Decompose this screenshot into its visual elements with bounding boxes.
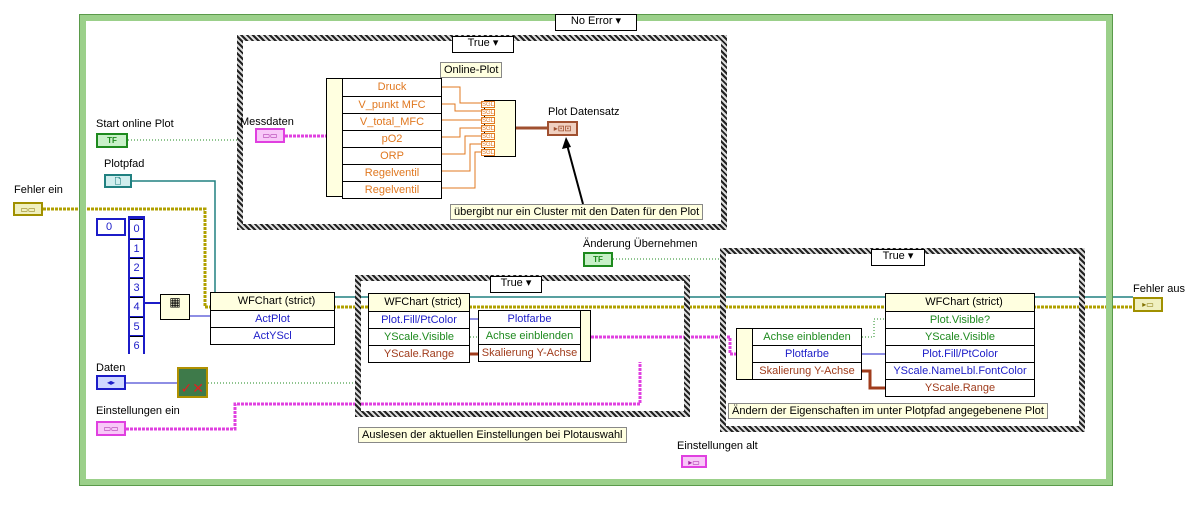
einstellungen-alt-label: Einstellungen alt — [677, 440, 758, 452]
unbundle-item: Druck — [377, 81, 407, 93]
plot-datensatz-label: Plot Datensatz — [548, 106, 620, 118]
fehler-aus-label: Fehler aus — [1133, 283, 1185, 295]
einstellungen-alt-terminal[interactable]: ▸▭ — [681, 455, 707, 468]
read-case-selector[interactable]: True ▾ — [490, 276, 542, 293]
array-element: 3 — [130, 277, 143, 296]
online-case-selector[interactable]: True ▾ — [452, 36, 514, 53]
property-item: ActYScl — [211, 327, 334, 344]
property-item: YScale.NameLbl.FontColor — [886, 362, 1034, 379]
selector-label: No Error — [570, 15, 613, 27]
sgl-input: SGL — [481, 109, 496, 116]
unbundle-item: V_punkt MFC — [343, 96, 441, 113]
sgl-input: SGL — [481, 149, 496, 156]
bundle-item: Achse einblenden — [479, 327, 580, 344]
selector-label: True — [467, 37, 490, 49]
bundle-by-name-bar — [580, 310, 591, 362]
array-element: 1 — [130, 238, 143, 257]
selector-label: True — [500, 277, 523, 289]
array-element: 2 — [130, 258, 143, 277]
daten-terminal[interactable]: ◂▸ — [96, 375, 126, 390]
bundle-item: Skalierung Y-Achse — [479, 344, 580, 361]
array-element: 4 — [130, 297, 143, 316]
online-plot-case — [237, 35, 727, 230]
fehler-ein-terminal[interactable]: ▭▭ — [13, 202, 43, 216]
array-index-control[interactable]: 0 — [96, 218, 126, 236]
array-element: 0 — [130, 219, 143, 238]
write-comment: Ändern der Eigenschaften im unter Plotpf… — [728, 403, 1048, 419]
property-node-title: WFChart (strict) — [211, 293, 334, 310]
messdaten-label: Messdaten — [240, 116, 294, 128]
start-online-plot-label: Start online Plot — [96, 118, 174, 130]
unbundle-item: Skalierung Y-Achse — [753, 362, 861, 379]
plot-datensatz-indicator[interactable]: ▸⊡⊡ — [547, 121, 578, 136]
start-online-plot-terminal[interactable]: TF — [96, 133, 128, 148]
online-plot-label: Online-Plot — [440, 62, 503, 78]
property-item: Plot.Fill/PtColor — [886, 345, 1034, 362]
property-item: YScale.Range — [369, 345, 469, 362]
unbundle-node[interactable] — [326, 78, 343, 197]
fehler-ein-label: Fehler ein — [14, 184, 63, 196]
aenderung-terminal[interactable]: TF — [583, 252, 613, 267]
sgl-input: SGL — [481, 117, 496, 124]
unbundle-item: pO2 — [343, 130, 441, 147]
sgl-input: SGL — [481, 141, 496, 148]
unbundle-item: Plotfarbe — [753, 345, 861, 362]
unbundle-item: Achse einblenden — [753, 328, 861, 345]
property-item: YScale.Visible — [886, 328, 1034, 345]
read-comment: Auslesen der aktuellen Einstellungen bei… — [358, 427, 627, 443]
unbundle-by-name-bar — [736, 328, 753, 380]
property-node-title: WFChart (strict) — [369, 294, 469, 311]
unbundle-item: Regelventil — [343, 181, 441, 198]
sgl-input: SGL — [481, 125, 496, 132]
property-item: Plot.Fill/PtColor — [369, 311, 469, 328]
einstellungen-ein-label: Einstellungen ein — [96, 405, 180, 417]
outer-case-selector[interactable]: No Error ▾ — [555, 14, 637, 31]
property-item: YScale.Range — [886, 379, 1034, 396]
sgl-input: SGL — [481, 133, 496, 140]
bundle-item: Plotfarbe — [479, 310, 580, 327]
unbundle-item: V_total_MFC — [343, 113, 441, 130]
plotpfad-label: Plotpfad — [104, 158, 145, 170]
property-item: ActPlot — [211, 310, 334, 327]
property-item: Plot.Visible? — [886, 311, 1034, 328]
plotpfad-terminal[interactable]: 🗋 — [104, 174, 132, 188]
write-case-selector[interactable]: True ▾ — [871, 249, 925, 266]
property-node-write[interactable]: WFChart (strict)Plot.Visible?YScale.Visi… — [885, 293, 1035, 397]
index-array-node[interactable]: ▦ — [160, 294, 190, 320]
aenderung-label: Änderung Übernehmen — [583, 238, 698, 250]
messdaten-terminal[interactable]: ▭▭ — [255, 128, 285, 143]
array-element: 5 — [130, 316, 143, 335]
online-comment: übergibt nur ein Cluster mit den Daten f… — [450, 204, 704, 220]
fehler-aus-terminal[interactable]: ▸▭ — [1133, 297, 1163, 312]
unbundle-item: ORP — [343, 147, 441, 164]
array-element: 6 — [130, 336, 143, 355]
einstellungen-ein-terminal[interactable]: ▭▭ — [96, 421, 126, 436]
daten-label: Daten — [96, 362, 126, 374]
property-node-title: WFChart (strict) — [886, 294, 1034, 311]
property-item: YScale.Visible — [369, 328, 469, 345]
error-check-icon[interactable]: ✓✕ — [177, 367, 208, 398]
unbundle-item: Regelventil — [343, 164, 441, 181]
selector-label: True — [882, 250, 905, 262]
sgl-input: SGL — [481, 101, 496, 108]
